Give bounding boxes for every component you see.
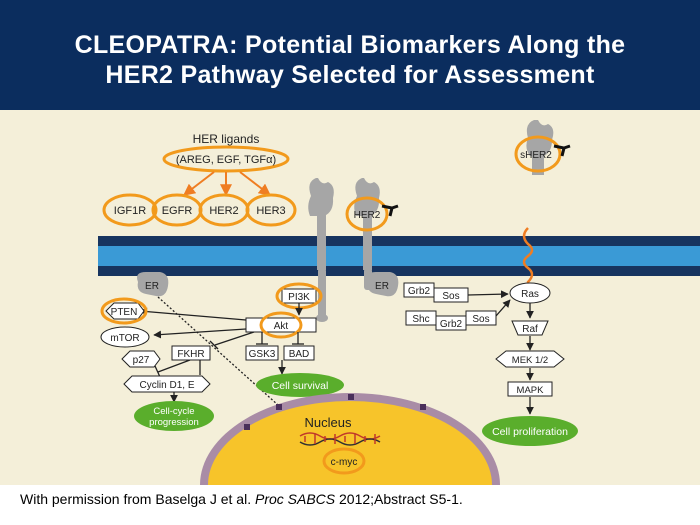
ras-membrane-anchor xyxy=(522,227,534,290)
bad-label: BAD xyxy=(289,349,310,360)
citation-journal: Proc SABCS xyxy=(254,491,336,507)
her2-membrane-label: HER2 xyxy=(354,210,381,221)
slide-title-line-2: HER2 Pathway Selected for Assessment xyxy=(105,61,595,89)
sos-top-label: Sos xyxy=(442,291,459,302)
ras-label: Ras xyxy=(521,289,539,300)
er-right-shape xyxy=(367,272,399,297)
nucleus xyxy=(200,393,500,485)
gsk3-box xyxy=(245,345,279,361)
receptor-her3: HER3 xyxy=(245,193,297,227)
shed-her2-highlight xyxy=(514,135,562,173)
er-right-label: ER xyxy=(375,281,389,292)
citation-prefix: With permission from Baselga J et al. xyxy=(20,491,255,507)
fkhr-label: FKHR xyxy=(177,349,204,360)
ligand-arrows xyxy=(183,171,271,197)
cell-cycle-label-line-1: Cell-cycle xyxy=(153,406,194,417)
citation-footer: With permission from Baselga J et al. Pr… xyxy=(20,491,463,507)
cell-cycle-label-line-2: progression xyxy=(149,417,199,428)
receptor-egfr-label: EGFR xyxy=(162,205,193,217)
transmembrane-receptor-left xyxy=(308,178,334,322)
receptor-her2-label: HER2 xyxy=(209,205,238,217)
cmyc-highlight xyxy=(322,447,366,475)
mapk-box xyxy=(507,381,553,397)
her-ligands-list: (AREG, EGF, TGFα) xyxy=(176,154,276,166)
raf-label: Raf xyxy=(522,324,538,335)
title-banner: CLEOPATRA: Potential Biomarkers Along th… xyxy=(0,0,700,110)
er-left-label: ER xyxy=(145,281,159,292)
mtor-shape xyxy=(100,326,150,348)
mek-shape xyxy=(495,350,565,368)
receptor-her3-label: HER3 xyxy=(256,205,285,217)
her2-membrane-highlight xyxy=(345,196,389,232)
mapk-label: MAPK xyxy=(517,385,545,396)
cell-cycle-progression-outcome xyxy=(134,401,214,431)
cmyc-label: c-myc xyxy=(331,457,358,468)
shed-her2-label: sHER2 xyxy=(520,150,552,161)
akt-label: Akt xyxy=(274,321,289,332)
antibody-mark-shed xyxy=(553,144,571,157)
p27-label: p27 xyxy=(133,355,150,366)
grb2-bottom-label: Grb2 xyxy=(440,319,463,330)
pi3k-label: PI3K xyxy=(288,292,310,303)
receptor-igf1r: IGF1R xyxy=(102,193,158,227)
akt-signal-lines xyxy=(139,307,304,403)
cyclin-label: Cyclin D1, E xyxy=(139,380,194,391)
gsk3-label: GSK3 xyxy=(249,349,276,360)
nucleus-label: Nucleus xyxy=(305,415,352,430)
raf-shape xyxy=(511,320,549,336)
dna-helix-icon xyxy=(299,432,381,446)
shc-label: Shc xyxy=(412,314,429,325)
mapk-pathway-arrows xyxy=(467,290,534,415)
citation-suffix: 2012;Abstract S5-1. xyxy=(335,491,463,507)
mtor-label: mTOR xyxy=(110,333,139,344)
slide-title-line-1: CLEOPATRA: Potential Biomarkers Along th… xyxy=(74,31,626,59)
pten-highlight xyxy=(100,297,148,325)
mek-label: MEK 1/2 xyxy=(512,355,548,366)
her2-pathway-diagram: HER ligands (AREG, EGF, TGFα) IGF1R EGFR… xyxy=(0,110,700,485)
receptor-igf1r-label: IGF1R xyxy=(114,205,146,217)
her-ligands-title: HER ligands xyxy=(193,132,260,146)
grb2-top-label: Grb2 xyxy=(408,286,431,297)
akt-highlight xyxy=(259,311,303,339)
cell-membrane xyxy=(98,236,700,276)
cell-proliferation-outcome xyxy=(482,416,578,446)
cyclin-shape xyxy=(123,375,211,393)
cell-proliferation-label: Cell proliferation xyxy=(492,426,568,438)
p27-shape xyxy=(121,350,161,368)
cell-survival-outcome xyxy=(256,373,344,397)
er-left-shape xyxy=(137,272,169,297)
her-ligands-highlight xyxy=(162,145,290,173)
sos-bottom-box xyxy=(465,310,497,326)
pten-label: PTEN xyxy=(111,307,138,318)
bad-box xyxy=(283,345,315,361)
pten-shape xyxy=(105,302,145,320)
cell-survival-label: Cell survival xyxy=(272,380,329,392)
sos-bottom-label: Sos xyxy=(472,314,489,325)
fkhr-box xyxy=(171,345,211,361)
antibody-mark-her2 xyxy=(381,204,399,217)
